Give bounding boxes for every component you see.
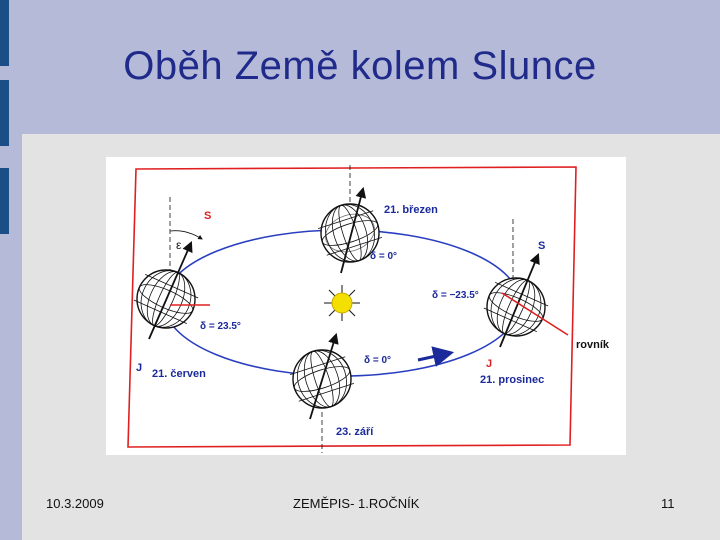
label-june: 21. červen [152, 368, 206, 380]
slide-title: Oběh Země kolem Slunce [123, 44, 597, 88]
left-edge-bar-1 [0, 0, 9, 66]
label-december: 21. prosinec [480, 374, 544, 386]
label-decl-neg: δ = −23.5° [432, 290, 479, 301]
label-north-left: S [204, 210, 211, 222]
label-september: 23. září [336, 426, 374, 438]
orbit-diagram: 21. březen δ = 0° S ε δ = 23.5° J 21. če… [106, 157, 626, 455]
label-north-right: S [538, 240, 545, 252]
label-equator: rovník [576, 339, 610, 351]
earth-december-icon [483, 253, 569, 348]
earth-september-icon [289, 332, 355, 420]
label-south-left: J [136, 362, 142, 374]
motion-direction-arrow [417, 346, 455, 367]
sun-icon [324, 285, 360, 321]
left-edge-bar-2 [0, 80, 9, 146]
ecliptic-plane [127, 166, 577, 448]
label-march: 21. březen [384, 204, 438, 216]
orbit-diagram-svg: 21. březen δ = 0° S ε δ = 23.5° J 21. če… [127, 165, 610, 453]
label-south-right: J [486, 358, 492, 370]
label-decl-zero-bottom: δ = 0° [364, 355, 391, 366]
earth-june-icon [133, 241, 210, 340]
footer-page-number: 11 [661, 496, 675, 511]
footer-subject: ZEMĚPIS- 1.ROČNÍK [293, 496, 420, 511]
obliquity-arc [169, 230, 203, 240]
earth-march-icon [317, 186, 383, 274]
left-edge-bar-3 [0, 168, 9, 234]
label-decl-pos: δ = 23.5° [200, 321, 241, 332]
label-epsilon: ε [176, 238, 182, 252]
label-decl-zero-top: δ = 0° [370, 251, 397, 262]
footer-date: 10.3.2009 [46, 496, 104, 511]
